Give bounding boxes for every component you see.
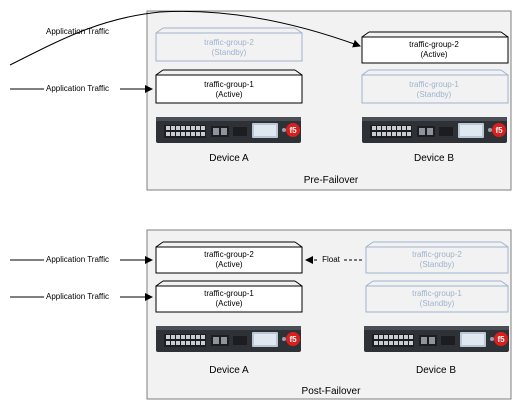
tg-name: traffic-group-2 bbox=[409, 40, 459, 49]
flow-label-bg bbox=[44, 254, 120, 265]
tg-status: (Standby) bbox=[420, 260, 455, 269]
tg-status: (Active) bbox=[215, 299, 242, 308]
tg-status: (Active) bbox=[215, 90, 242, 99]
tg-status: (Standby) bbox=[212, 48, 247, 57]
tg-name: traffic-group-2 bbox=[204, 38, 254, 47]
post-device-b-appliance bbox=[364, 326, 509, 352]
flow-label-post-2: Application Traffic bbox=[46, 292, 109, 301]
pre-device-a-tg2-box: traffic-group-2 (Standby) bbox=[155, 27, 303, 62]
post-device-a-label: Device A bbox=[209, 365, 249, 376]
flow-label-middle: Application Traffic bbox=[46, 84, 109, 93]
traffic-line-to-device-b bbox=[9, 10, 361, 66]
post-failover-caption: Post-Failover bbox=[302, 386, 362, 397]
float-label: Float bbox=[322, 255, 341, 264]
tg-name: traffic-group-2 bbox=[412, 250, 462, 259]
pre-device-b-tg2-box: traffic-group-2 (Active) bbox=[361, 31, 509, 64]
post-device-b-tg2-box: traffic-group-2 (Standby) bbox=[365, 241, 509, 274]
tg-name: traffic-group-1 bbox=[412, 289, 462, 298]
tg-status: (Standby) bbox=[417, 90, 452, 99]
pre-device-b-appliance bbox=[362, 117, 507, 143]
post-device-b-label: Device B bbox=[416, 365, 456, 376]
tg-status: (Active) bbox=[420, 50, 447, 59]
flow-label-bg bbox=[44, 83, 120, 94]
pre-device-a-appliance bbox=[156, 117, 301, 143]
flow-label-bg bbox=[44, 291, 120, 302]
flow-label-post-1: Application Traffic bbox=[46, 255, 109, 264]
tg-name: traffic-group-2 bbox=[204, 250, 254, 259]
pre-device-a-label: Device A bbox=[209, 153, 249, 164]
float-label-bg bbox=[318, 254, 344, 265]
post-device-a-tg2-box: traffic-group-2 (Active) bbox=[155, 241, 303, 274]
post-device-a-tg1-box: traffic-group-1 (Active) bbox=[155, 280, 303, 313]
tg-status: (Active) bbox=[215, 260, 242, 269]
post-device-a-appliance bbox=[156, 326, 301, 352]
pre-device-b-label: Device B bbox=[414, 153, 454, 164]
tg-name: traffic-group-1 bbox=[409, 80, 459, 89]
tg-name: traffic-group-1 bbox=[204, 80, 254, 89]
pre-device-b-tg1-box: traffic-group-1 (Standby) bbox=[361, 69, 509, 104]
tg-name: traffic-group-1 bbox=[204, 289, 254, 298]
pre-device-a-tg1-box: traffic-group-1 (Active) bbox=[155, 69, 303, 104]
tg-status: (Standby) bbox=[420, 299, 455, 308]
pre-failover-caption: Pre-Failover bbox=[304, 175, 359, 186]
flow-label-top: Application Traffic bbox=[46, 27, 109, 36]
post-device-b-tg1-box: traffic-group-1 (Standby) bbox=[365, 280, 509, 313]
